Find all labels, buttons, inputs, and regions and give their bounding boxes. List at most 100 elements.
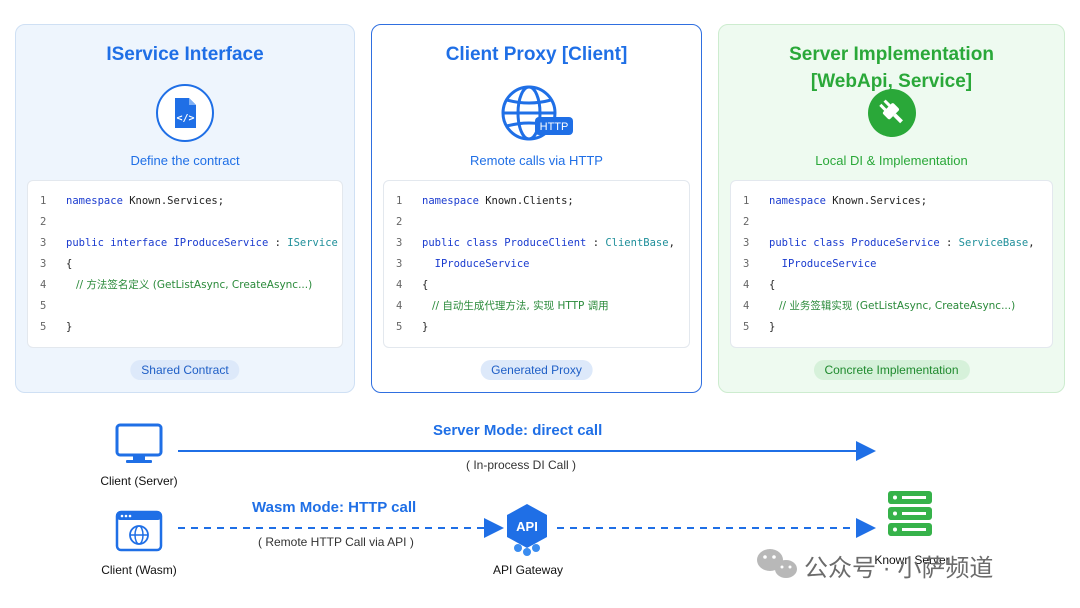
code-line: 3 IProduceService <box>384 254 689 275</box>
line-number: 2 <box>396 216 403 228</box>
http-tag: HTTP <box>539 121 568 133</box>
code-line: 2 <box>731 212 1052 233</box>
code-text: namespace Known.Services; <box>66 191 224 212</box>
card-subtitle: Local DI & Implementation <box>815 153 968 168</box>
card-title: Server Implementation [WebApi, Service] <box>789 44 994 92</box>
line-number: 5 <box>40 321 47 333</box>
server-implementation-card: Server Implementation [WebApi, Service] … <box>718 24 1065 393</box>
code-line: 5} <box>28 317 342 338</box>
code-text: // 业务签辑实现 (GetListAsync, CreateAsync...) <box>769 296 1015 317</box>
code-token: ClientBase <box>605 237 669 249</box>
line-number: 1 <box>396 195 403 207</box>
code-token: // 方法签名定义 (GetListAsync, CreateAsync...) <box>66 279 313 291</box>
code-text: // 自动生成代理方法, 实现 HTTP 调用 <box>422 296 609 317</box>
plug-icon <box>867 89 916 137</box>
line-number: 4 <box>743 279 750 291</box>
svg-text:</>: </> <box>176 113 194 124</box>
code-token: Known.Clients; <box>485 195 574 207</box>
line-number: 3 <box>396 258 403 270</box>
line-number: 4 <box>396 279 403 291</box>
code-token: } <box>769 321 776 333</box>
code-token: : <box>939 237 959 249</box>
code-token: { <box>422 279 429 291</box>
code-text: // 方法签名定义 (GetListAsync, CreateAsync...) <box>66 275 312 296</box>
code-text: IProduceService <box>769 254 877 275</box>
client-wasm-label: Client (Wasm) <box>101 563 177 577</box>
globe-http-icon: HTTP <box>501 85 573 141</box>
code-token: Known.Services; <box>832 195 928 207</box>
code-line: 4 // 自动生成代理方法, 实现 HTTP 调用 <box>384 296 689 317</box>
code-token: namespace <box>66 195 130 207</box>
code-text: } <box>422 317 428 338</box>
server-mode-title: Server Mode: direct call <box>433 422 603 439</box>
generated-proxy-badge: Generated Proxy <box>480 360 593 380</box>
line-number: 1 <box>743 195 750 207</box>
code-token: public class <box>422 237 505 249</box>
code-line: 1 namespace Known.Services; <box>28 191 342 212</box>
code-line: 5} <box>731 317 1052 338</box>
client-proxy-card: Client Proxy [Client] HTTP Remote calls … <box>371 24 702 393</box>
line-number: 1 <box>40 195 47 207</box>
line-number: 5 <box>396 321 403 333</box>
code-token: IProduceService <box>422 258 530 270</box>
card-title: Client Proxy [Client] <box>445 44 628 65</box>
code-token: { <box>66 258 73 270</box>
line-number: 3 <box>40 258 47 270</box>
code-line: 4 // 业务签辑实现 (GetListAsync, CreateAsync..… <box>731 296 1052 317</box>
code-line: 2 <box>384 212 689 233</box>
code-token: Known.Services; <box>129 195 225 207</box>
code-text: } <box>769 317 775 338</box>
code-token: } <box>422 321 429 333</box>
server-icon <box>888 491 932 536</box>
line-number: 4 <box>396 300 403 312</box>
line-number: 4 <box>40 279 47 291</box>
code-line: 4{ <box>384 275 689 296</box>
server-mode-subtitle: ( In-process DI Call ) <box>466 458 577 472</box>
code-line: 3 IProduceService <box>731 254 1052 275</box>
client-server-label: Client (Server) <box>100 474 178 488</box>
code-token: ProduceClient <box>504 237 587 249</box>
code-token: ProduceService <box>851 237 940 249</box>
code-token: } <box>66 321 73 333</box>
code-text: IProduceService <box>422 254 530 275</box>
code-text: public interface IProduceService : IServ… <box>66 233 338 254</box>
card-title: IService Interface <box>106 44 264 65</box>
code-line: 5} <box>384 317 689 338</box>
code-line: 2 <box>28 212 342 233</box>
code-line: 5 <box>28 296 342 317</box>
line-number: 3 <box>743 237 750 249</box>
watermark-text: 公众号 · 小萨频道 <box>804 555 994 582</box>
api-text: API <box>516 519 538 534</box>
code-token: IProduceService <box>173 237 269 249</box>
code-token: IService <box>287 237 338 249</box>
line-number: 3 <box>40 237 47 249</box>
api-gateway-icon: API <box>507 504 547 556</box>
code-token: { <box>769 279 776 291</box>
card-subtitle: Define the contract <box>130 153 240 168</box>
shared-contract-badge: Shared Contract <box>130 360 240 380</box>
code-line: 1 namespace Known.Clients; <box>384 191 689 212</box>
browser-icon <box>115 510 163 552</box>
concrete-implementation-badge: Concrete Implementation <box>813 360 970 380</box>
code-token: : <box>268 237 288 249</box>
monitor-icon <box>115 423 163 463</box>
code-line: 1 namespace Known.Services; <box>731 191 1052 212</box>
code-text: namespace Known.Services; <box>769 191 927 212</box>
code-file-icon: </> <box>156 84 214 142</box>
code-line: 3 public interface IProduceService : ISer… <box>28 233 342 254</box>
line-number: 2 <box>743 216 750 228</box>
code-token: : <box>586 237 606 249</box>
line-number: 4 <box>743 300 750 312</box>
line-number: 5 <box>40 300 47 312</box>
code-line: 3{ <box>28 254 342 275</box>
code-token: , <box>1028 237 1035 249</box>
code-token: , <box>668 237 675 249</box>
code-text: namespace Known.Clients; <box>422 191 574 212</box>
code-text: } <box>66 317 72 338</box>
line-number: 3 <box>743 258 750 270</box>
api-gateway-label: API Gateway <box>492 563 564 577</box>
known-server-label: Known Server <box>874 553 950 567</box>
